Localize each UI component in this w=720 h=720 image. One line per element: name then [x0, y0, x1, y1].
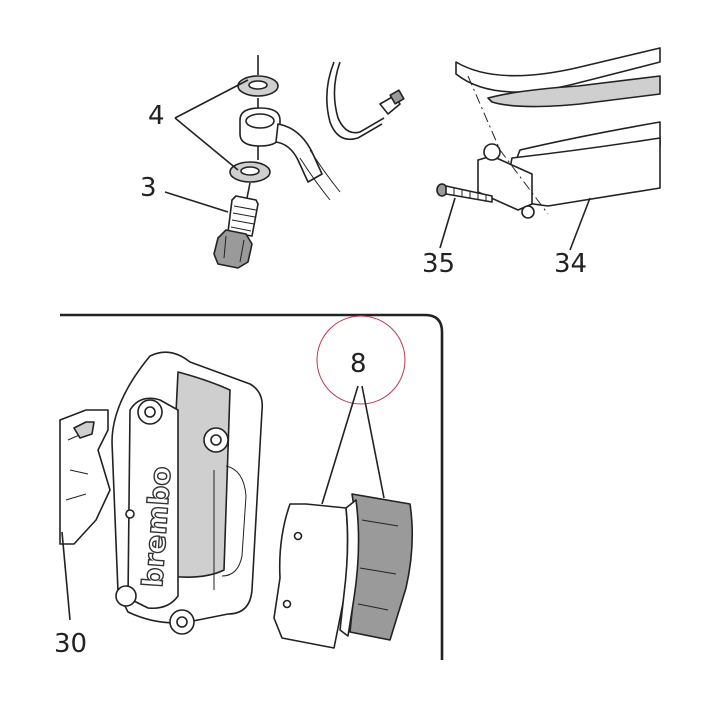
leader-banjo-bolt — [164, 191, 229, 213]
leader-fairing-trim — [569, 197, 591, 251]
banjo-bolt — [213, 195, 259, 269]
highlight-circle — [316, 315, 406, 405]
callout-washers: 4 — [148, 101, 165, 131]
banjo-fitting — [239, 107, 341, 201]
brake-pad-rear — [339, 493, 414, 641]
brake-pad-front — [273, 503, 349, 649]
washer-lower — [229, 161, 271, 183]
callout-caliper-bracket: 30 — [54, 629, 87, 659]
brake-caliper — [111, 351, 264, 635]
brake-hose-assembly — [164, 55, 341, 269]
callout-banjo-bolt: 3 — [140, 173, 157, 203]
caliper-bracket — [59, 409, 111, 545]
leader-brake-pads — [321, 385, 385, 505]
screw — [436, 183, 493, 203]
sensor-cable — [326, 61, 405, 141]
leader-caliper-bracket — [61, 531, 71, 621]
caliper-brand-logo: brembo — [136, 465, 177, 588]
callout-brake-pads: 8 — [350, 349, 367, 379]
washer-upper — [237, 75, 279, 97]
leader-screw — [439, 197, 456, 249]
callout-fairing-trim: 34 — [554, 249, 587, 279]
inset-frame — [60, 313, 444, 660]
callout-screw: 35 — [422, 249, 455, 279]
fairing-trim-assembly — [455, 47, 661, 219]
leader-washers — [174, 79, 249, 171]
